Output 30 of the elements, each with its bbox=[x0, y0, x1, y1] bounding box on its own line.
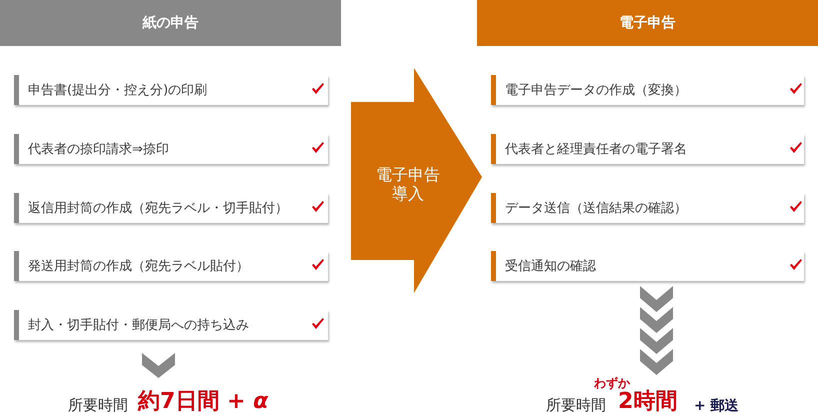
time-label: 所要時間 bbox=[68, 398, 128, 413]
step-text: 受信通知の確認 bbox=[505, 258, 596, 275]
column-header: 紙の申告 bbox=[0, 0, 341, 46]
step-card bbox=[491, 75, 804, 105]
duration-text: 2時間 bbox=[618, 391, 678, 413]
step-text: 申告書(提出分・控え分)の印刷 bbox=[28, 82, 208, 99]
step-text: 発送用封筒の作成（宛先ラベル貼付） bbox=[28, 258, 249, 275]
chevron-arrow bbox=[142, 353, 175, 378]
chevron-arrow bbox=[640, 286, 673, 375]
step-text: データ送信（送信結果の確認） bbox=[505, 200, 687, 217]
step-card bbox=[491, 134, 804, 164]
step-card bbox=[491, 193, 804, 223]
column-header: 電子申告 bbox=[477, 0, 818, 46]
duration-text: 約7日間 + α bbox=[138, 391, 268, 413]
arrow-label: 電子申告導入 bbox=[375, 165, 441, 203]
block-arrow bbox=[351, 68, 482, 293]
step-card bbox=[14, 310, 328, 340]
time-label: 所要時間 bbox=[546, 398, 606, 413]
postage-note: + 郵送 bbox=[694, 399, 739, 413]
step-card bbox=[14, 75, 328, 105]
step-card bbox=[14, 193, 328, 223]
step-text: 返信用封筒の作成（宛先ラベル・切手貼付） bbox=[28, 200, 288, 217]
step-card bbox=[14, 134, 328, 164]
step-text: 代表者と経理責任者の電子署名 bbox=[505, 141, 687, 158]
step-card bbox=[491, 251, 804, 281]
step-text: 代表者の捺印請求⇒捺印 bbox=[28, 141, 169, 158]
emphasis-note: わずか bbox=[594, 377, 630, 389]
step-card bbox=[14, 251, 328, 281]
step-text: 封入・切手貼付・郵便局への持ち込み bbox=[28, 317, 249, 334]
step-text: 電子申告データの作成（変換） bbox=[505, 82, 687, 99]
